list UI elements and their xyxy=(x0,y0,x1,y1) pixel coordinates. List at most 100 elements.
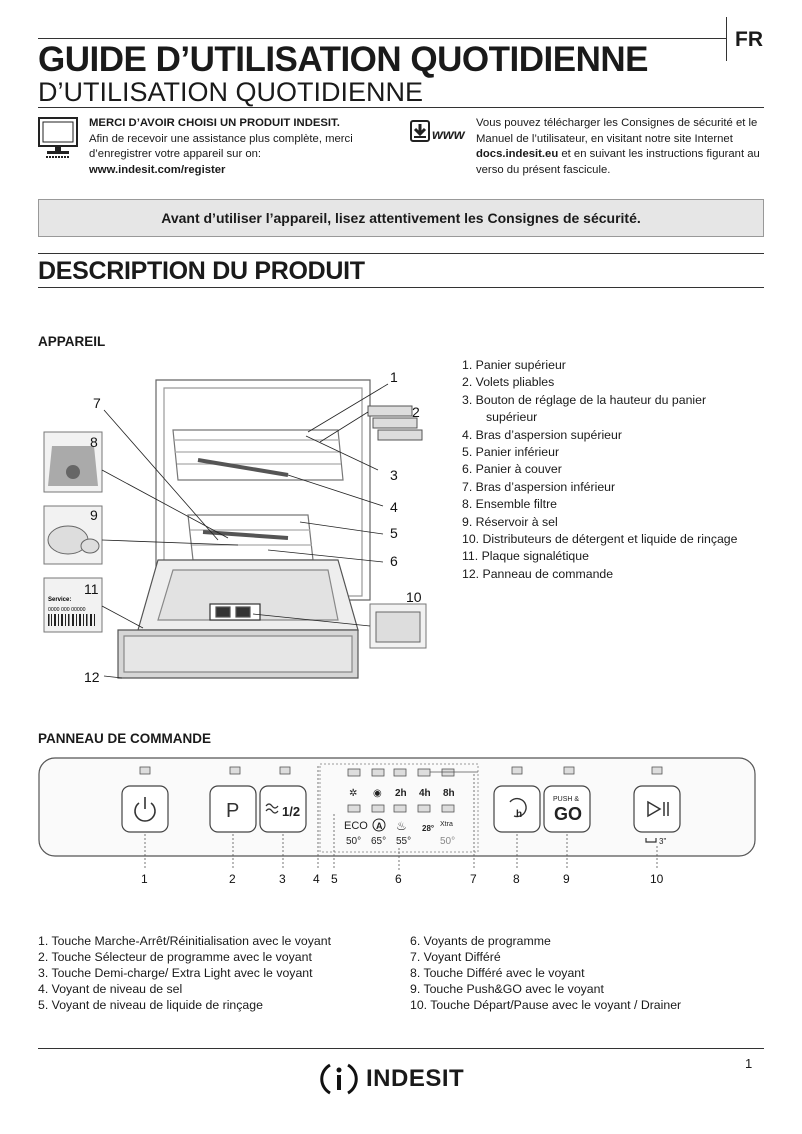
control-panel-diagram: P 1/2 ✲ ◉ 2h 4h 8h ECO A ♨ 28° Xtra 50° … xyxy=(38,754,768,895)
list-item: supérieur xyxy=(486,410,538,425)
callout-3: 3 xyxy=(390,467,398,483)
extra-label: Xtra xyxy=(440,821,453,828)
temp-eco: 50° xyxy=(346,836,361,847)
panel-num-5: 5 xyxy=(331,872,338,886)
list-item: 3. Touche Demi-charge/ Extra Light avec … xyxy=(38,966,313,980)
panel-num-9: 9 xyxy=(563,872,570,886)
drain-label: 3" xyxy=(659,837,666,846)
auto-label: A xyxy=(376,821,383,831)
svg-text:h: h xyxy=(516,809,522,820)
half-label: 1/2 xyxy=(282,804,300,819)
temp-28: 28° xyxy=(422,824,434,833)
play-pause-icon xyxy=(647,800,669,818)
callout-5: 5 xyxy=(390,525,398,541)
callout-11: 11 xyxy=(84,581,99,597)
panel-num-1: 1 xyxy=(141,872,148,886)
temp-intensive: 55° xyxy=(396,836,411,847)
download-text-2: et en suivant les instructions figurant … xyxy=(476,148,760,176)
thanks-line1: Afin de recevoir une assistance plus com… xyxy=(89,132,353,145)
download-text: Vous pouvez télécharger les Consignes de… xyxy=(476,116,766,178)
callout-7: 7 xyxy=(93,395,101,411)
list-item: 5. Voyant de niveau de liquide de rinçag… xyxy=(38,998,263,1012)
list-item: 4. Bras d’aspersion supérieur xyxy=(462,427,622,442)
panel-num-6: 6 xyxy=(395,872,402,886)
drain-icon: 3" xyxy=(645,837,666,846)
plate-label: Service: xyxy=(48,597,71,603)
list-item: 7. Voyant Différé xyxy=(410,950,501,964)
list-item: 11. Plaque signalétique xyxy=(462,549,589,564)
temp-extra: 50° xyxy=(440,836,455,847)
indesit-logo-icon xyxy=(320,1063,358,1095)
list-item: 5. Panier inférieur xyxy=(462,445,560,460)
power-icon xyxy=(134,797,156,822)
delay-clock-icon: h xyxy=(509,797,527,820)
half-load-button[interactable] xyxy=(259,785,307,833)
page-number: 1 xyxy=(745,1056,753,1071)
panel-num-4: 4 xyxy=(313,872,320,886)
list-item: 10. Touche Départ/Pause avec le voyant /… xyxy=(410,998,682,1012)
docs-link[interactable]: docs.indesit.eu xyxy=(476,148,559,160)
panel-num-7: 7 xyxy=(470,872,477,886)
callout-9: 9 xyxy=(90,507,98,523)
list-item: 8. Touche Différé avec le voyant xyxy=(410,966,585,980)
monitor-icon xyxy=(38,116,80,165)
program-button[interactable] xyxy=(209,785,257,833)
page-title: GUIDE D’UTILISATION QUOTIDIENNE xyxy=(38,40,648,79)
panel-legend-right: 6. Voyants de programme 7. Voyant Différ… xyxy=(410,933,681,1013)
footer-rule xyxy=(38,1048,764,1049)
panel-legend-left: 1. Touche Marche-Arrêt/Réinitialisation … xyxy=(38,933,331,1013)
list-item: 7. Bras d’aspersion inférieur xyxy=(462,479,616,494)
callout-6: 6 xyxy=(390,553,398,569)
download-text-1: Vous pouvez télécharger les Consignes de… xyxy=(476,117,758,145)
callout-8: 8 xyxy=(90,434,98,450)
callout-10: 10 xyxy=(406,589,422,605)
thanks-text: MERCI D’AVOIR CHOISI UN PRODUIT INDESIT.… xyxy=(89,116,379,178)
panel-num-8: 8 xyxy=(513,872,520,886)
half-load-icon: 1/2 xyxy=(265,803,300,819)
section-top-rule xyxy=(38,253,764,254)
dishwasher-diagram: Service: 0000 000 00000 xyxy=(38,360,438,695)
thanks-line2: d’enregistrer votre appareil sur on: xyxy=(89,148,262,160)
list-item: 10. Distributeurs de détergent et liquid… xyxy=(462,532,738,547)
delay-8h: 8h xyxy=(443,788,455,799)
list-item: 9. Réservoir à sel xyxy=(462,514,558,529)
appareil-heading: APPAREIL xyxy=(38,334,106,349)
temp-auto: 65° xyxy=(371,836,386,847)
page-subtitle: D’UTILISATION QUOTIDIENNE xyxy=(38,77,424,107)
list-item: 2. Touche Sélecteur de programme avec le… xyxy=(38,950,312,964)
callout-12: 12 xyxy=(84,669,100,685)
www-label: www xyxy=(432,126,466,142)
section-title: DESCRIPTION DU PRODUIT xyxy=(38,257,365,285)
download-www-icon: www xyxy=(410,120,472,151)
safety-warning-banner: Avant d’utiliser l’appareil, lisez atten… xyxy=(38,199,764,237)
list-item: 12. Panneau de commande xyxy=(462,566,614,581)
rinse-aid-icon: ◉ xyxy=(373,788,382,799)
panel-num-10: 10 xyxy=(650,872,664,886)
register-link[interactable]: www.indesit.com/register xyxy=(89,163,226,176)
plate-code: 0000 000 00000 xyxy=(48,607,86,613)
panel-num-2: 2 xyxy=(229,872,236,886)
callout-1: 1 xyxy=(390,369,398,385)
list-item: 3. Bouton de réglage de la hauteur du pa… xyxy=(462,392,707,407)
lang-divider xyxy=(726,17,727,61)
intensive-icon: ♨ xyxy=(396,819,407,833)
brand-logo: INDESIT xyxy=(320,1060,464,1098)
list-item: 6. Voyants de programme xyxy=(410,934,551,948)
list-item: 6. Panier à couver xyxy=(462,462,562,477)
appareil-list: 1. Panier supérieur 2. Volets pliables 3… xyxy=(462,357,738,583)
start-pause-button[interactable] xyxy=(633,785,681,833)
delay-button[interactable] xyxy=(493,785,541,833)
panel-num-3: 3 xyxy=(279,872,286,886)
go-label: GO xyxy=(554,804,582,824)
language-code: FR xyxy=(735,28,763,51)
list-item: 1. Panier supérieur xyxy=(462,358,566,372)
top-rule xyxy=(38,38,726,39)
delay-2h: 2h xyxy=(395,788,407,799)
list-item: 2. Volets pliables xyxy=(462,375,555,390)
delay-4h: 4h xyxy=(419,788,431,799)
list-item: 4. Voyant de niveau de sel xyxy=(38,982,183,996)
list-item: 9. Touche Push&GO avec le voyant xyxy=(410,982,604,996)
list-item: 8. Ensemble filtre xyxy=(462,497,558,512)
push-label: PUSH & xyxy=(553,796,579,803)
push-go-button[interactable] xyxy=(543,785,591,833)
